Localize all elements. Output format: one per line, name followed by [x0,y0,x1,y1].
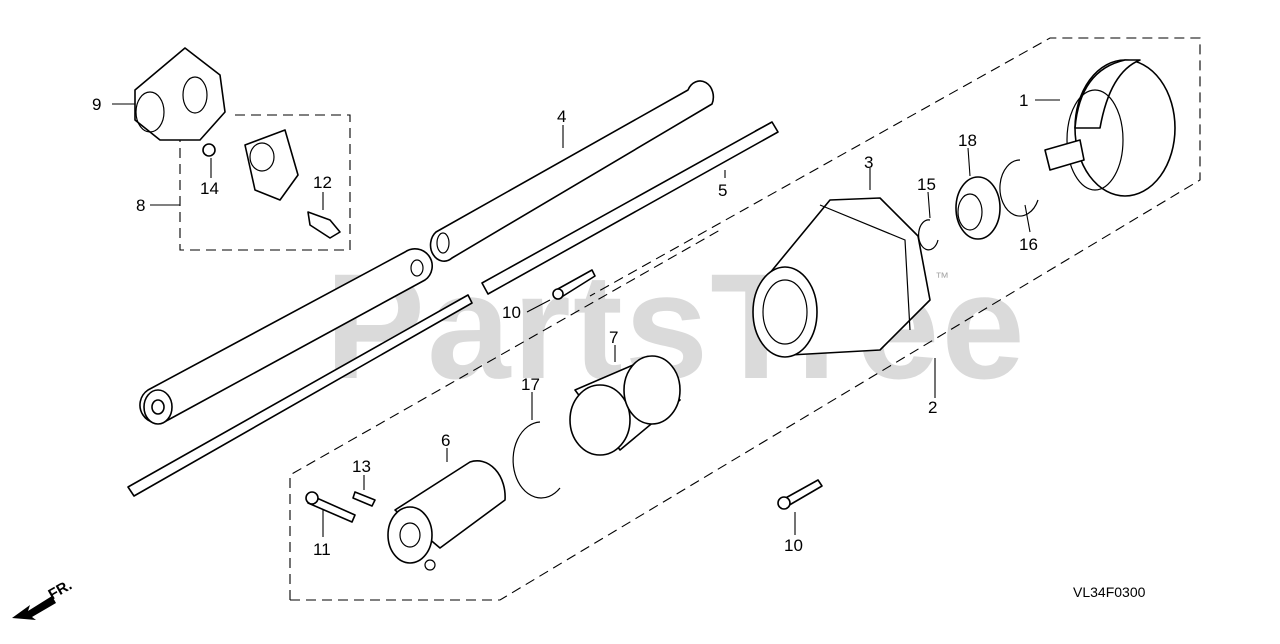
callout-2: 2 [928,398,937,417]
callout-10-upper: 10 [502,303,521,322]
callout-11: 11 [313,540,331,559]
callout-labels: 1 2 3 4 5 6 7 8 9 10 10 11 12 13 14 15 1… [92,91,1038,559]
outer-tube-part [139,248,433,425]
circlip-part-15 [918,219,939,251]
callout-6: 6 [441,431,450,450]
arrow-icon [12,596,56,620]
nut-part-14 [202,143,216,157]
callout-10-lower: 10 [784,536,803,555]
drawing-code: VL34F0300 [1073,584,1146,600]
svg-text:™: ™ [935,269,949,285]
callout-1: 1 [1019,91,1028,110]
front-direction-indicator: FR. [12,577,75,620]
clutch-drum-part-1 [1044,59,1176,197]
assembly-outline-8 [179,114,351,251]
callout-12: 12 [313,173,332,192]
circlip-part-16 [999,159,1039,217]
bolt-part-10a [552,269,596,300]
callout-9: 9 [92,95,101,114]
clamp-part-8 [244,129,299,201]
bearing-part-18 [955,176,1001,240]
clamp-part-9 [134,47,226,141]
tube-part-4 [429,80,715,262]
callout-8: 8 [136,196,145,215]
clamp-part-6 [387,460,506,571]
bolt-part-11 [305,491,356,523]
callout-15: 15 [917,175,936,194]
callout-7: 7 [609,328,618,347]
callout-14: 14 [200,179,219,198]
callout-3: 3 [864,153,873,172]
bolt-part-13 [352,491,376,507]
callout-13: 13 [352,457,371,476]
sleeve-part-7 [569,355,681,456]
callout-5: 5 [718,181,727,200]
drive-shaft-part [127,294,473,497]
circlip-part-17 [512,421,561,499]
shaft-part-5 [481,121,779,295]
leader-lines [112,99,1060,537]
callout-17: 17 [521,375,540,394]
bolt-part-10b [777,479,823,510]
assembly-outline-main [289,37,1201,601]
callout-16: 16 [1019,235,1038,254]
bolt-part-12 [307,211,341,239]
gear-housing-part-3 [752,197,931,358]
callout-4: 4 [557,107,566,126]
callout-18: 18 [958,131,977,150]
